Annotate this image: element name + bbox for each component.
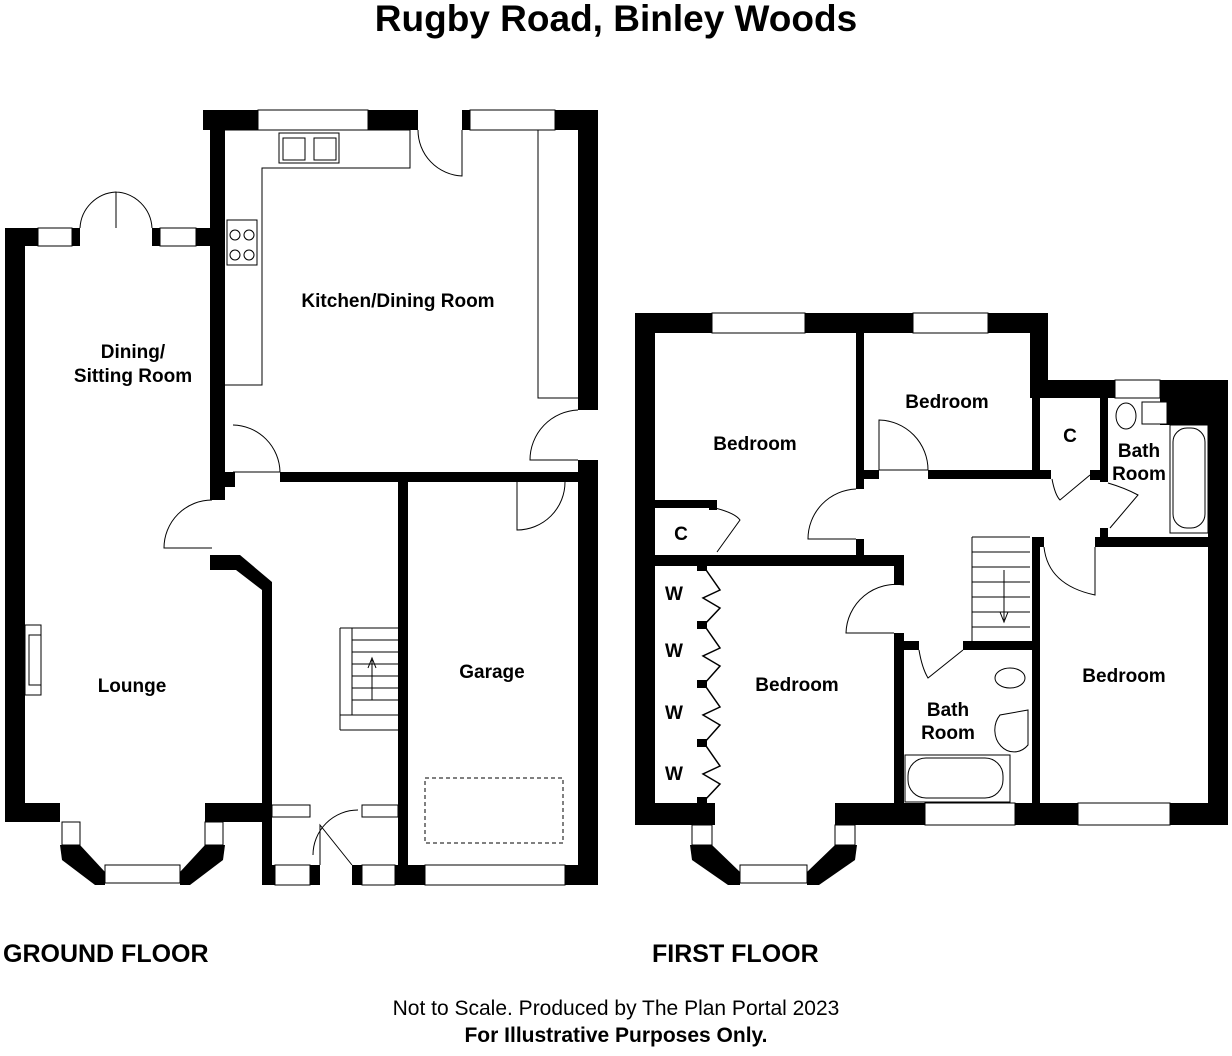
door — [807, 488, 857, 540]
door — [232, 424, 281, 473]
basin-icon — [994, 709, 1029, 753]
toilet-icon — [1115, 402, 1137, 430]
window — [37, 227, 73, 247]
garage-door — [424, 864, 566, 886]
room-label-dining: Dining/ — [101, 342, 166, 363]
door — [516, 481, 566, 531]
stairs — [971, 536, 1030, 641]
front-door — [312, 809, 359, 866]
window — [912, 312, 989, 334]
room-label-bathroom: Room — [921, 723, 975, 744]
stairs — [339, 627, 398, 731]
french-doors — [79, 191, 153, 229]
disclaimer-bold: For Illustrative Purposes Only. — [464, 1024, 768, 1047]
wardrobe-label: W — [665, 641, 683, 662]
plan-title: Rugby Road, Binley Woods — [374, 0, 858, 39]
room-label-bathroom: Room — [1112, 464, 1166, 485]
window — [257, 109, 369, 131]
ground-floor-label: GROUND FLOOR — [3, 940, 209, 968]
room-label-cupboard: C — [1063, 426, 1077, 447]
room-label-garage: Garage — [459, 662, 524, 683]
first-floor-plan: Bedroom Bedroom Bedroom Bedroom C C Bath… — [635, 312, 1228, 885]
window — [1114, 379, 1161, 399]
cupboard-door — [1051, 474, 1091, 501]
window — [711, 312, 806, 334]
bathroom-door — [1107, 482, 1139, 529]
window — [274, 864, 311, 886]
door — [845, 583, 905, 634]
room-label-dining: Sitting Room — [74, 366, 192, 387]
bay-window — [104, 864, 181, 884]
first-floor-label: FIRST FLOOR — [652, 940, 819, 968]
room-label-kitchen: Kitchen/Dining Room — [301, 291, 494, 312]
bathroom-door — [918, 649, 964, 679]
window — [924, 802, 1016, 826]
wardrobe-label: W — [665, 703, 683, 724]
ground-floor-plan: Dining/ Sitting Room Kitchen/Dining Room… — [5, 109, 598, 886]
window — [361, 864, 396, 886]
bay-window — [739, 864, 808, 884]
room-label-bedroom: Bedroom — [905, 392, 988, 413]
room-label-bedroom: Bedroom — [713, 434, 796, 455]
room-label-bathroom: Bath — [927, 700, 969, 721]
room-label-bedroom: Bedroom — [755, 675, 838, 696]
room-label-cupboard: C — [674, 524, 688, 545]
worktop — [225, 129, 411, 386]
car-space — [424, 777, 564, 844]
window — [159, 227, 197, 247]
disclaimer: Not to Scale. Produced by The Plan Porta… — [392, 997, 840, 1020]
window — [1077, 802, 1171, 826]
basin-icon — [1141, 401, 1168, 425]
door — [878, 419, 929, 471]
worktop — [537, 130, 578, 399]
toilet-icon — [994, 667, 1026, 689]
hob-icon — [226, 219, 258, 266]
wardrobe-label: W — [665, 584, 683, 605]
room-label-bathroom: Bath — [1118, 441, 1160, 462]
wardrobe-label: W — [665, 764, 683, 785]
door — [529, 409, 579, 461]
door — [417, 129, 463, 177]
door — [163, 499, 213, 549]
cupboard-door — [714, 507, 741, 553]
window — [469, 109, 556, 131]
room-label-lounge: Lounge — [98, 676, 167, 697]
door — [1043, 546, 1096, 596]
room-label-bedroom: Bedroom — [1082, 666, 1165, 687]
